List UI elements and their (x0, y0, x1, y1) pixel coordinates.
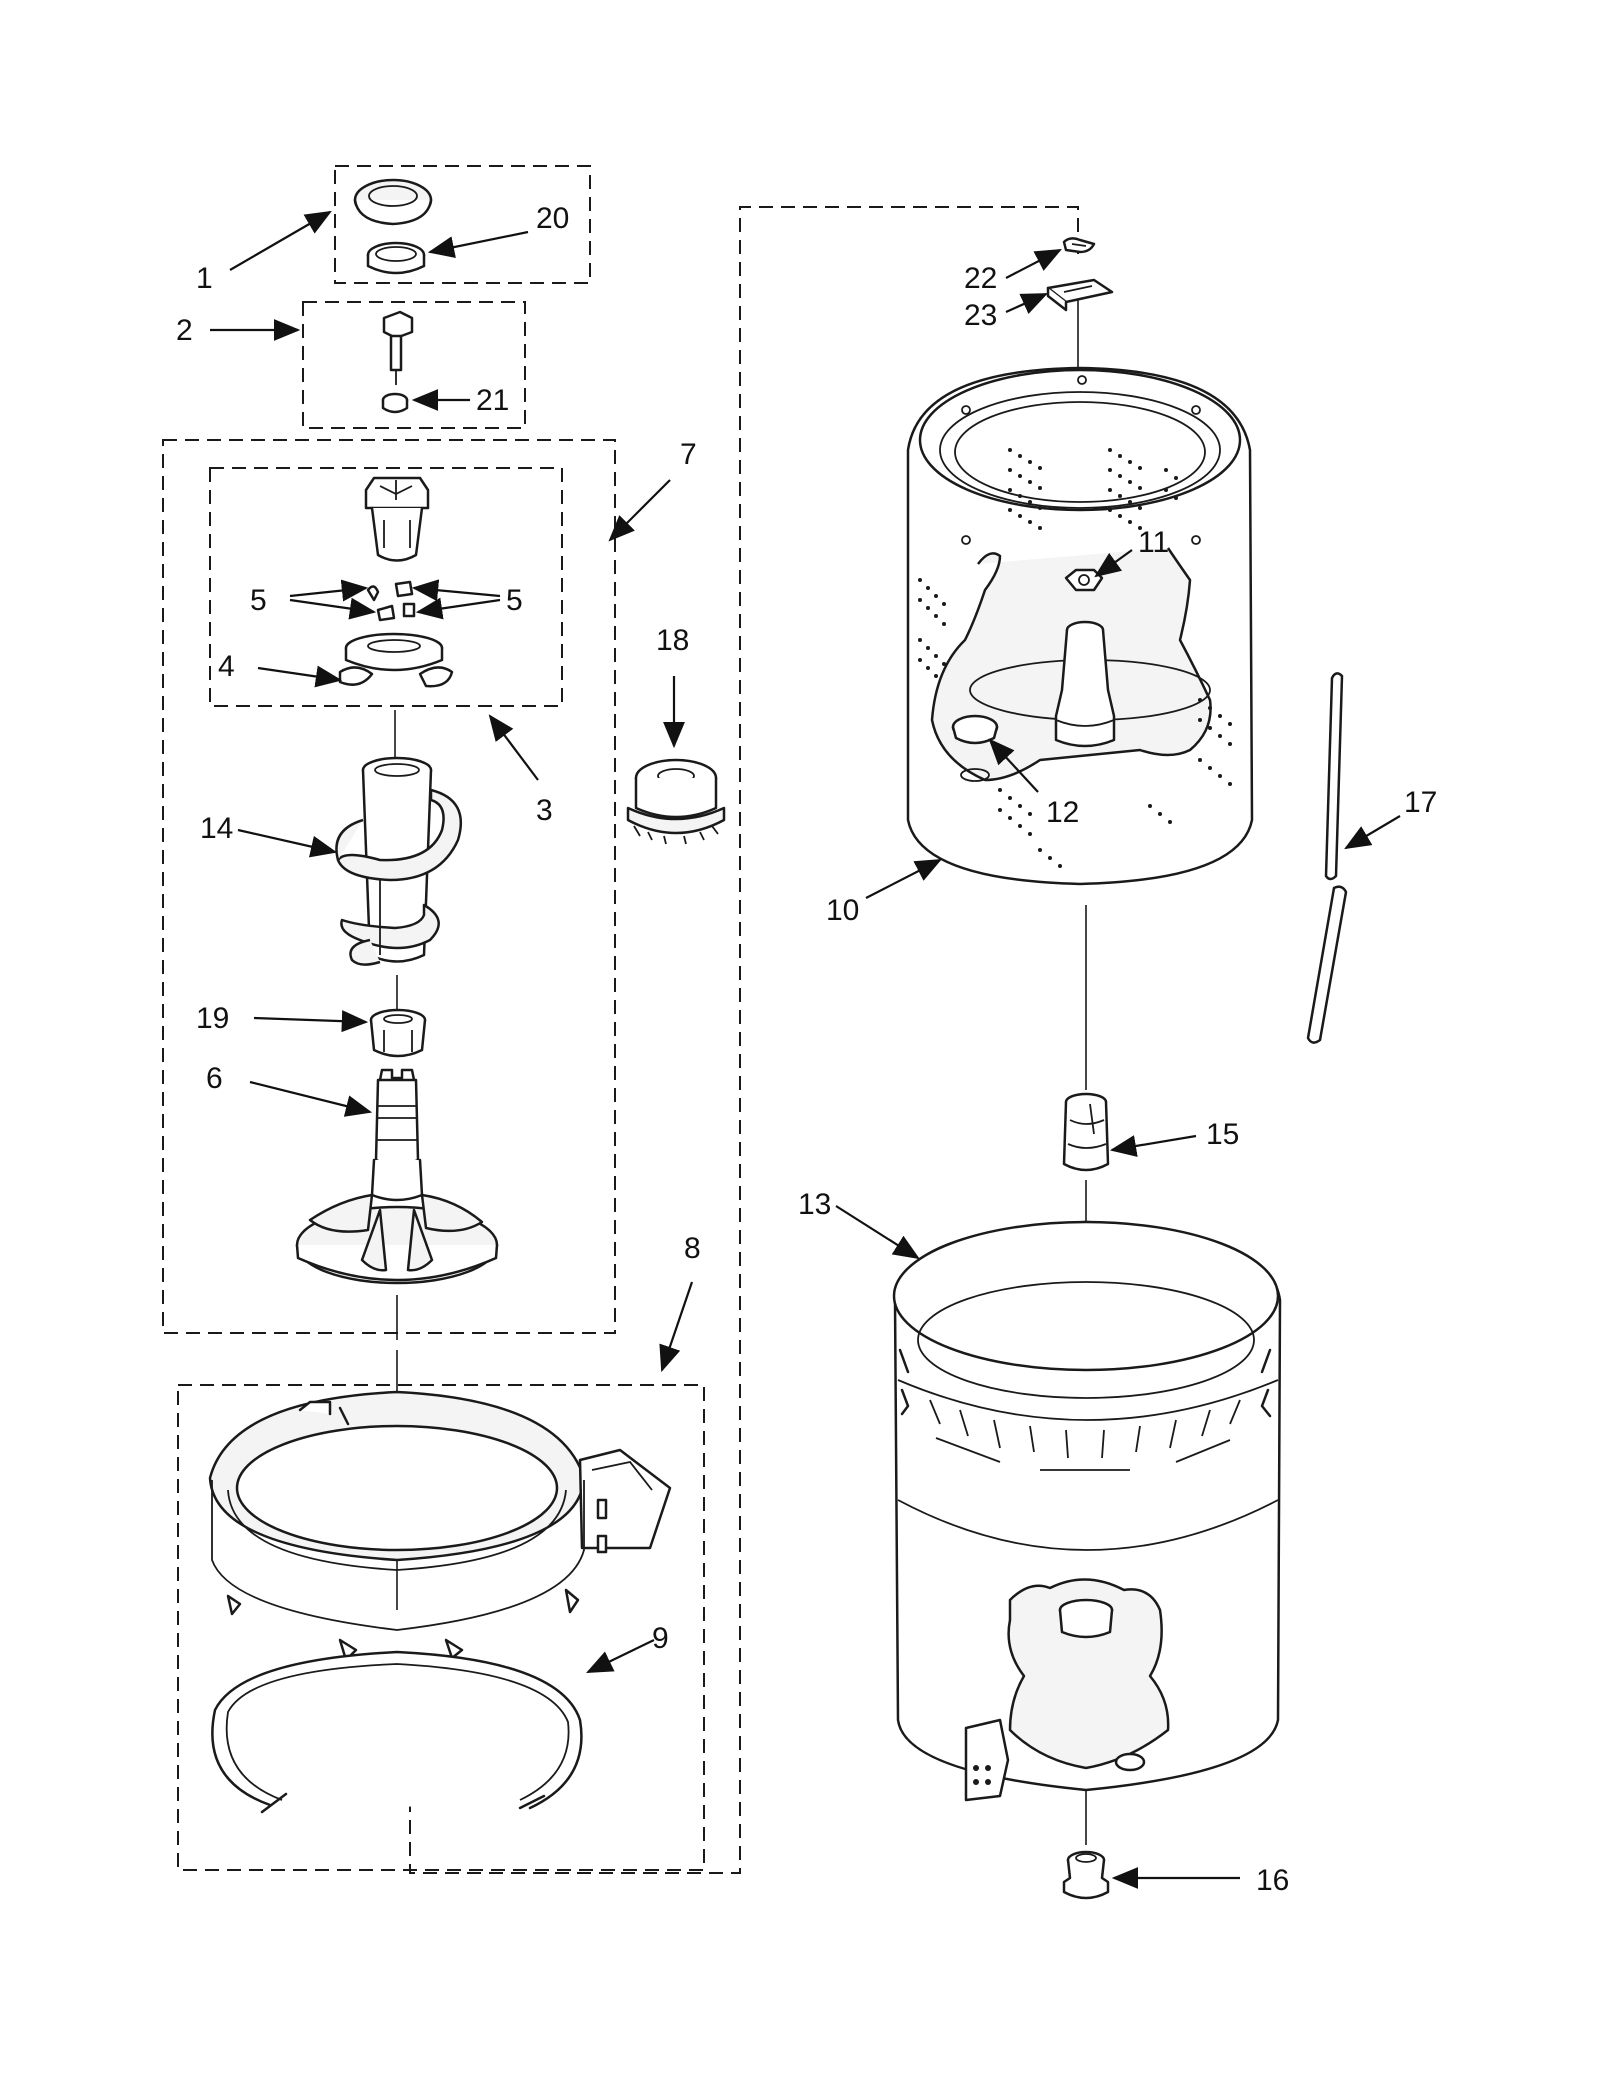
arrow-20 (427, 230, 529, 258)
basket-perforations (918, 448, 1232, 868)
arrow-4 (257, 665, 343, 688)
callout-3: 3 (536, 794, 553, 827)
washer-icon (381, 392, 409, 414)
drive-hub-icon (1062, 1092, 1110, 1172)
callout-14: 14 (200, 812, 233, 845)
callout-labels: 1 20 2 21 7 5 5 4 3 18 14 19 6 8 9 22 23… (176, 202, 1437, 1897)
cap-ring-icon (366, 241, 426, 275)
gasket-ring-icon (211, 1650, 583, 1814)
callout-7: 7 (680, 438, 697, 471)
arrow-14 (237, 828, 338, 858)
callout-17: 17 (1404, 786, 1437, 819)
agitator-cap-icon (353, 178, 433, 226)
leader-arrows (210, 210, 1401, 1889)
hose-icon (1306, 672, 1348, 1044)
arrow-1 (229, 210, 332, 271)
callout-9: 9 (652, 1622, 669, 1655)
callout-23: 23 (964, 299, 997, 332)
callout-19: 19 (196, 1002, 229, 1035)
callout-4: 4 (218, 650, 235, 683)
group-box-1 (334, 165, 591, 284)
callout-11: 11 (1138, 526, 1169, 559)
drain-plug-icon (1062, 1850, 1110, 1900)
bracket-icon (1046, 278, 1114, 312)
arrow-9 (586, 1639, 655, 1673)
arrow-23 (1005, 292, 1049, 314)
routing-line (409, 206, 1079, 1874)
wash-basket-icon (906, 366, 1254, 886)
cam-assembly-icon (338, 476, 454, 688)
callout-20: 20 (536, 202, 569, 235)
group-boxes (162, 165, 1079, 1874)
arrow-13 (835, 1205, 920, 1260)
arrow-6 (249, 1080, 373, 1117)
callout-10: 10 (826, 894, 859, 927)
callout-21: 21 (476, 384, 509, 417)
group-box-2 (302, 301, 526, 429)
arrow-10 (865, 858, 942, 899)
callout-18: 18 (656, 624, 689, 657)
agitator-bolt-icon (382, 310, 414, 385)
callout-16: 16 (1256, 1864, 1289, 1897)
callout-15: 15 (1206, 1118, 1239, 1151)
callout-5-left: 5 (250, 584, 267, 617)
outer-tub-icon (892, 1220, 1282, 1802)
callout-6: 6 (206, 1062, 223, 1095)
group-box-7 (162, 439, 616, 1334)
tub-vent-slots (929, 1399, 1241, 1471)
callout-1: 1 (196, 262, 213, 295)
callout-12: 12 (1046, 796, 1079, 829)
tub-ring-icon (208, 1390, 672, 1662)
callout-5-right: 5 (506, 584, 523, 617)
callout-13: 13 (798, 1188, 831, 1221)
arrow-5a-1 (289, 579, 369, 602)
arrow-12 (988, 738, 1039, 793)
callout-2: 2 (176, 314, 193, 347)
callout-8: 8 (684, 1232, 701, 1265)
arrow-11 (1094, 549, 1133, 578)
arrow-8 (659, 1281, 694, 1373)
arrow-15 (1109, 1134, 1197, 1157)
arrow-19 (253, 1010, 369, 1033)
agitator-base-icon (295, 1068, 499, 1285)
auger-icon (335, 756, 463, 966)
arrow-5b-1 (411, 579, 501, 602)
arrow-3 (488, 714, 539, 781)
arrow-7 (608, 479, 671, 542)
arrow-5a-2 (289, 597, 377, 620)
callout-22: 22 (964, 262, 997, 295)
arrow-5b-2 (415, 597, 501, 620)
seal-kit-icon (626, 758, 726, 845)
arrow-22 (1005, 248, 1062, 279)
group-box-3 (209, 467, 563, 707)
clip-icon (1062, 237, 1096, 254)
bushing-icon (369, 1008, 427, 1058)
arrow-17 (1344, 815, 1401, 850)
